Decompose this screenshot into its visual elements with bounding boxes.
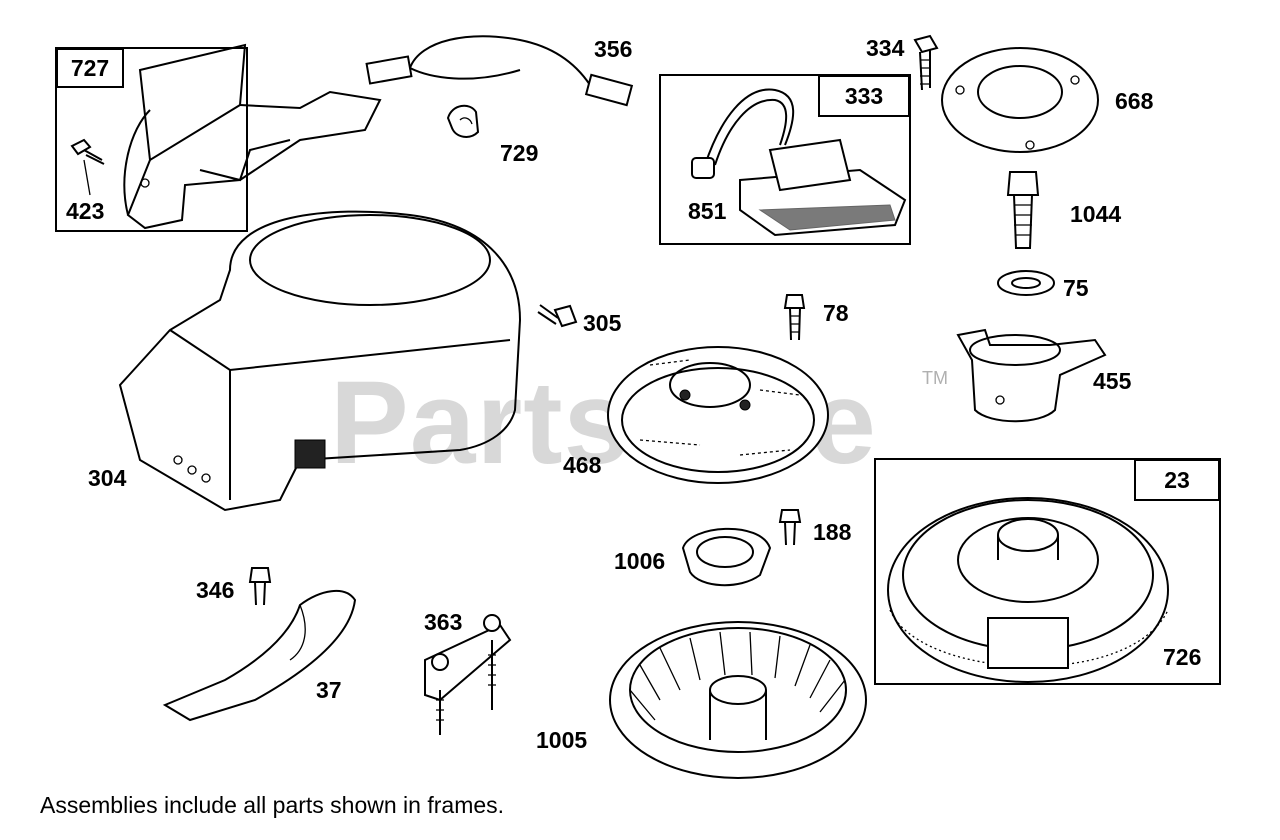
drawing-304-housing — [118, 210, 522, 512]
part-label-356[interactable]: 356 — [594, 36, 633, 62]
frame-tag-23: 23 — [1134, 459, 1220, 501]
part-label-305[interactable]: 305 — [583, 310, 622, 336]
trademark-mark: TM — [922, 368, 948, 388]
part-label-423[interactable]: 423 — [66, 198, 105, 224]
drawing-356-wire — [365, 35, 634, 107]
frame-tag-333: 333 — [818, 75, 910, 117]
drawing-75-washer — [997, 270, 1055, 296]
drawing-468-screen — [607, 346, 829, 484]
part-label-1005[interactable]: 1005 — [536, 727, 588, 753]
drawing-1044-adapter — [1006, 171, 1040, 249]
drawing-729-grommet — [446, 104, 480, 138]
part-label-851[interactable]: 851 — [688, 198, 727, 224]
drawing-346-screw — [248, 567, 272, 606]
part-label-304[interactable]: 304 — [88, 465, 127, 491]
drawing-1005-fan — [609, 621, 867, 779]
drawing-188-screw — [778, 509, 802, 546]
part-label-468[interactable]: 468 — [563, 452, 602, 478]
part-label-729[interactable]: 729 — [500, 140, 539, 166]
frame-727 — [55, 47, 248, 232]
frame-23 — [874, 458, 1221, 685]
frames-caption: Assemblies include all parts shown in fr… — [40, 792, 505, 818]
part-label-75[interactable]: 75 — [1063, 275, 1089, 301]
part-label-668[interactable]: 668 — [1115, 88, 1154, 114]
drawing-37-air-guide — [162, 589, 357, 722]
part-label-346[interactable]: 346 — [196, 577, 235, 603]
drawing-423-bolt — [70, 138, 105, 196]
part-label-726[interactable]: 726 — [1163, 644, 1202, 670]
part-label-188[interactable]: 188 — [813, 519, 852, 545]
drawing-363-bracket — [424, 614, 512, 735]
drawing-333-ignition-coil — [691, 88, 907, 237]
drawing-1006-retainer — [681, 527, 772, 587]
drawing-668-plate — [941, 47, 1099, 153]
drawing-78-screw — [783, 294, 806, 341]
drawing-334-screw — [913, 34, 939, 91]
drawing-455-cup — [956, 328, 1107, 423]
part-label-1006[interactable]: 1006 — [614, 548, 666, 574]
part-label-78[interactable]: 78 — [823, 300, 849, 326]
frame-tag-727: 727 — [56, 48, 124, 88]
part-label-455[interactable]: 455 — [1093, 368, 1132, 394]
frame-333 — [659, 74, 911, 245]
drawing-726-ring-gear — [887, 497, 1169, 683]
drawing-727-shroud — [123, 43, 382, 230]
part-label-334[interactable]: 334 — [866, 35, 905, 61]
part-label-1044[interactable]: 1044 — [1070, 201, 1122, 227]
part-label-37[interactable]: 37 — [316, 677, 342, 703]
drawing-305-screw — [537, 304, 578, 328]
part-label-363[interactable]: 363 — [424, 609, 463, 635]
